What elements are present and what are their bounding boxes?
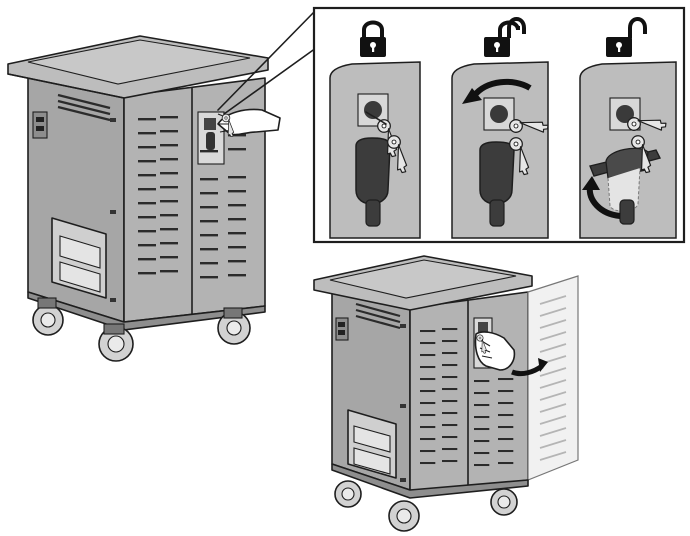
- caster-wheels: [32, 297, 251, 362]
- caster-wheels-small: [334, 480, 518, 532]
- hand-opening-door: [474, 331, 516, 371]
- cart-closed: [7, 35, 281, 362]
- step-locked: [329, 20, 421, 239]
- padlock-closed-icon: [360, 20, 386, 57]
- hand-with-key: [217, 108, 281, 138]
- cart-door-open: [313, 255, 579, 532]
- step-unlocked-turn: [451, 17, 550, 239]
- lock-detail-panel: [312, 6, 686, 244]
- step-unlocked-open: [579, 17, 677, 239]
- padlock-open-icon: [606, 17, 647, 57]
- open-door: [527, 275, 579, 481]
- padlock-open-icon: [484, 17, 526, 57]
- rotate-arrow: [471, 78, 532, 99]
